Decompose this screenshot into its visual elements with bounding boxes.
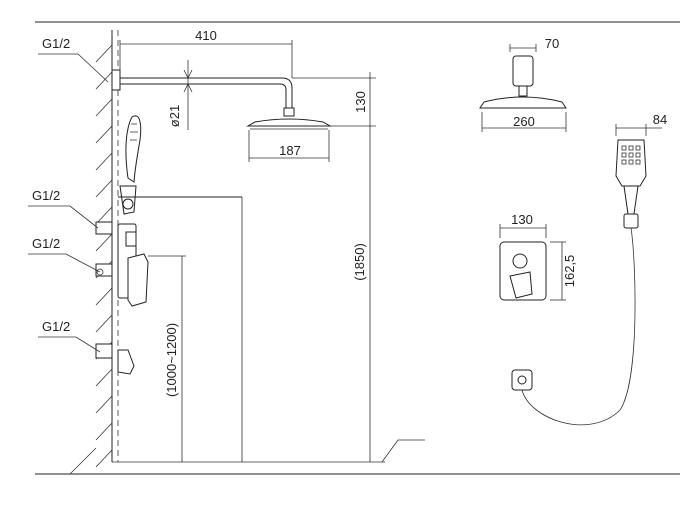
bath-spout-side bbox=[95, 343, 135, 375]
overhead-shower-head-front: 70 260 bbox=[479, 36, 567, 132]
dim-head-drop: 130 bbox=[292, 72, 376, 132]
dim-plate-width-label: 130 bbox=[511, 212, 533, 227]
thread-callout-valve: G1/2 bbox=[28, 236, 104, 276]
dim-head-width-side-label: 187 bbox=[279, 143, 301, 158]
dim-mixer-height: (1000~1200) bbox=[148, 255, 186, 462]
hand-shower-side bbox=[118, 115, 242, 215]
dim-top-outlet-height: (1850) bbox=[352, 132, 371, 462]
dim-plate-height-label: 162,5 bbox=[562, 255, 577, 288]
thread-callout-top: G1/2 bbox=[38, 36, 109, 83]
dim-handshower-width-label: 84 bbox=[653, 112, 667, 127]
hand-shower-front: 84 bbox=[615, 112, 667, 229]
thread-callout-spout: G1/2 bbox=[38, 319, 101, 353]
dim-pipe-diameter: ø21 bbox=[167, 60, 193, 130]
hose-wall-outlet bbox=[511, 227, 636, 426]
thread-label-valve: G1/2 bbox=[32, 236, 60, 251]
mixer-plate-front: 130 162,5 bbox=[499, 212, 577, 301]
thread-label-holder: G1/2 bbox=[32, 188, 60, 203]
shower-arm bbox=[111, 69, 295, 117]
thread-label-spout: G1/2 bbox=[42, 319, 70, 334]
dim-top-outlet-height-label: (1850) bbox=[352, 243, 367, 281]
dim-head-width-side: 187 bbox=[248, 130, 330, 162]
dim-arm-length: 410 bbox=[119, 28, 293, 78]
overhead-shower-head-side bbox=[246, 118, 332, 130]
thread-label-top: G1/2 bbox=[42, 36, 70, 51]
wall bbox=[69, 30, 385, 475]
dim-mixer-height-label: (1000~1200) bbox=[164, 323, 179, 397]
thread-callout-holder: G1/2 bbox=[28, 188, 99, 229]
dim-flange-width-label: 70 bbox=[545, 36, 559, 51]
dim-pipe-diameter-label: ø21 bbox=[167, 105, 182, 127]
dim-head-width-top-label: 260 bbox=[513, 114, 535, 129]
mixer-valve-side bbox=[95, 221, 149, 307]
dim-arm-length-label: 410 bbox=[195, 28, 217, 43]
dim-head-drop-label: 130 bbox=[353, 91, 368, 113]
floor-level-marker bbox=[381, 439, 425, 463]
